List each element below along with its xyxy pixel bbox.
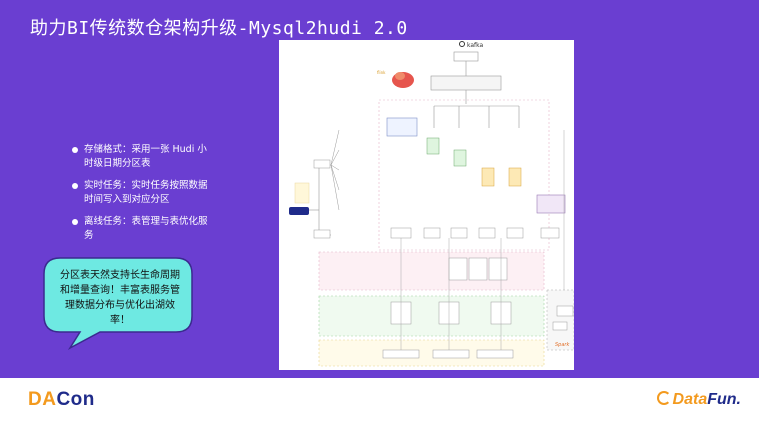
slide-title: 助力BI传统数仓架构升级-Mysql2hudi 2.0: [30, 18, 408, 39]
kafka-logo: kafka: [459, 41, 484, 49]
row-boxes: [390, 227, 560, 239]
datafun-logo-fun: Fun.: [707, 391, 741, 408]
consumer-box: [430, 75, 502, 91]
bullet-text: 离线任务：表管理与表优化服务: [84, 216, 208, 241]
bullet-item: 实时任务：实时任务按照数据时间写入到对应分区: [72, 179, 212, 207]
bullet-item: 存储格式：采用一张 Hudi 小时级日期分区表: [72, 143, 212, 171]
bullet-text: 实时任务：实时任务按照数据时间写入到对应分区: [84, 180, 208, 205]
storage-cylinders: [426, 137, 522, 187]
bullet-dot-icon: [72, 147, 78, 153]
datafun-logo: DataFun.: [656, 391, 741, 409]
datafun-swirl-icon: [656, 391, 671, 405]
dacon-logo: DACon: [28, 389, 95, 411]
spark-label: Spark: [555, 342, 570, 348]
flink-label: flink: [377, 70, 386, 75]
datafun-logo-data: Data: [672, 391, 708, 408]
bullet-dot-icon: [72, 183, 78, 189]
bullet-item: 离线任务：表管理与表优化服务: [72, 215, 212, 243]
architecture-diagram: kafka flink: [279, 40, 575, 370]
bullet-dot-icon: [72, 219, 78, 225]
dacon-logo-con: Con: [56, 389, 95, 410]
bullet-text: 存储格式：采用一张 Hudi 小时级日期分区表: [84, 144, 207, 169]
speech-bubble-text: 分区表天然支持长生命周期和增量查询！丰富表服务管理数据分布与优化出湖效率！: [60, 270, 180, 326]
flink-logo: flink: [377, 70, 414, 88]
dacon-logo-da: DA: [28, 389, 57, 410]
kafka-label: kafka: [467, 42, 484, 49]
speech-bubble: 分区表天然支持长生命周期和增量查询！丰富表服务管理数据分布与优化出湖效率！: [40, 254, 196, 350]
architecture-diagram-svg: kafka flink: [289, 41, 575, 367]
footer: [0, 378, 759, 421]
speech-bubble-shape: [43, 257, 193, 350]
pink-region: [318, 251, 545, 291]
bullet-list: 存储格式：采用一张 Hudi 小时级日期分区表 实时任务：实时任务按照数据时间写…: [72, 143, 212, 251]
sync-base-delta-box: [386, 117, 418, 137]
kafka-topic-box: [453, 51, 479, 62]
hudi-logo: [289, 207, 309, 215]
